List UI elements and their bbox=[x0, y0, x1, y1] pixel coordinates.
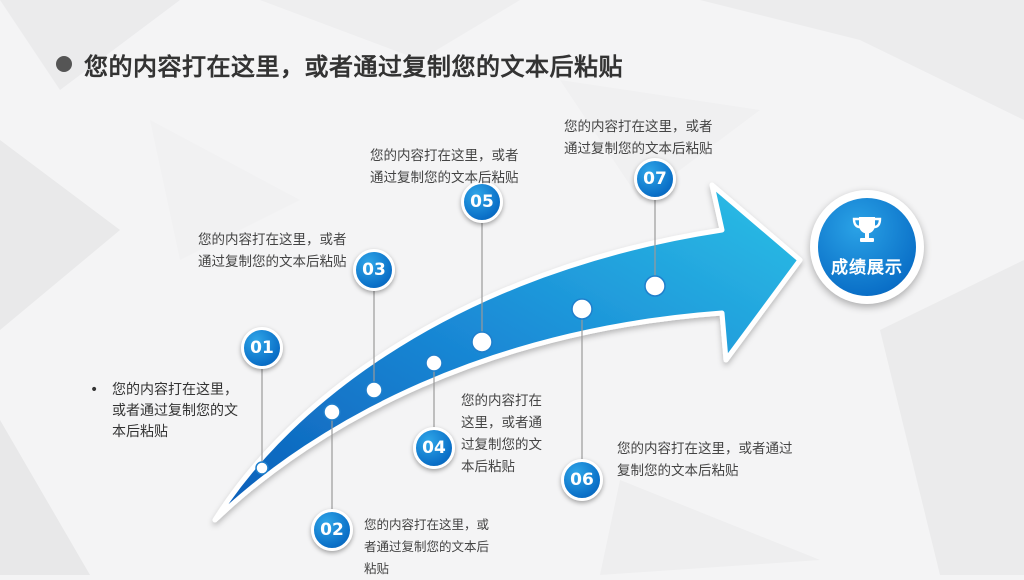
milestone-number: 05 bbox=[470, 192, 494, 212]
bullet-marker: • bbox=[90, 382, 99, 398]
milestone-number: 07 bbox=[643, 169, 667, 189]
result-badge-inner: 成绩展示 bbox=[818, 198, 916, 296]
milestone-number: 03 bbox=[362, 260, 386, 280]
milestone-number: 01 bbox=[250, 338, 274, 358]
milestone-number: 02 bbox=[320, 520, 344, 540]
dot-icon bbox=[56, 56, 72, 72]
milestone-05-text: 您的内容打在这里，或者通过复制您的文本后粘贴 bbox=[370, 148, 519, 186]
trophy-icon bbox=[852, 216, 882, 242]
milestone-03-text: 您的内容打在这里，或者通过复制您的文本后粘贴 bbox=[198, 232, 347, 270]
arrow-dots bbox=[255, 275, 666, 475]
milestone-06-text: 您的内容打在这里，或者通过复制您的文本后粘贴 bbox=[617, 441, 793, 479]
bullet-list-item: • 您的内容打在这里，或者通过复制您的文本后粘贴 bbox=[90, 380, 240, 443]
milestone-01-badge: 01 bbox=[241, 327, 283, 369]
milestone-04-text: 您的内容打在这里，或者通过复制您的文本后粘贴 bbox=[461, 393, 542, 475]
page-title: 您的内容打在这里，或者通过复制您的文本后粘贴 bbox=[84, 53, 623, 81]
milestone-03-badge: 03 bbox=[353, 249, 395, 291]
milestone-number: 06 bbox=[570, 470, 594, 490]
milestone-04-badge: 04 bbox=[413, 427, 455, 469]
milestone-05-badge: 05 bbox=[461, 181, 503, 223]
result-badge: 成绩展示 bbox=[810, 190, 924, 304]
milestone-06-badge: 06 bbox=[561, 459, 603, 501]
milestone-07-text: 您的内容打在这里，或者通过复制您的文本后粘贴 bbox=[564, 119, 713, 157]
milestone-number: 04 bbox=[422, 438, 446, 458]
result-label: 成绩展示 bbox=[831, 257, 903, 278]
arrow-body bbox=[212, 182, 803, 523]
bullet-text: 您的内容打在这里，或者通过复制您的文本后粘贴 bbox=[112, 382, 238, 440]
milestone-07-badge: 07 bbox=[634, 158, 676, 200]
milestone-02-badge: 02 bbox=[311, 509, 353, 551]
milestone-02-text: 您的内容打在这里，或者通过复制您的文本后粘贴 bbox=[364, 517, 490, 576]
connector-lines bbox=[261, 197, 656, 512]
